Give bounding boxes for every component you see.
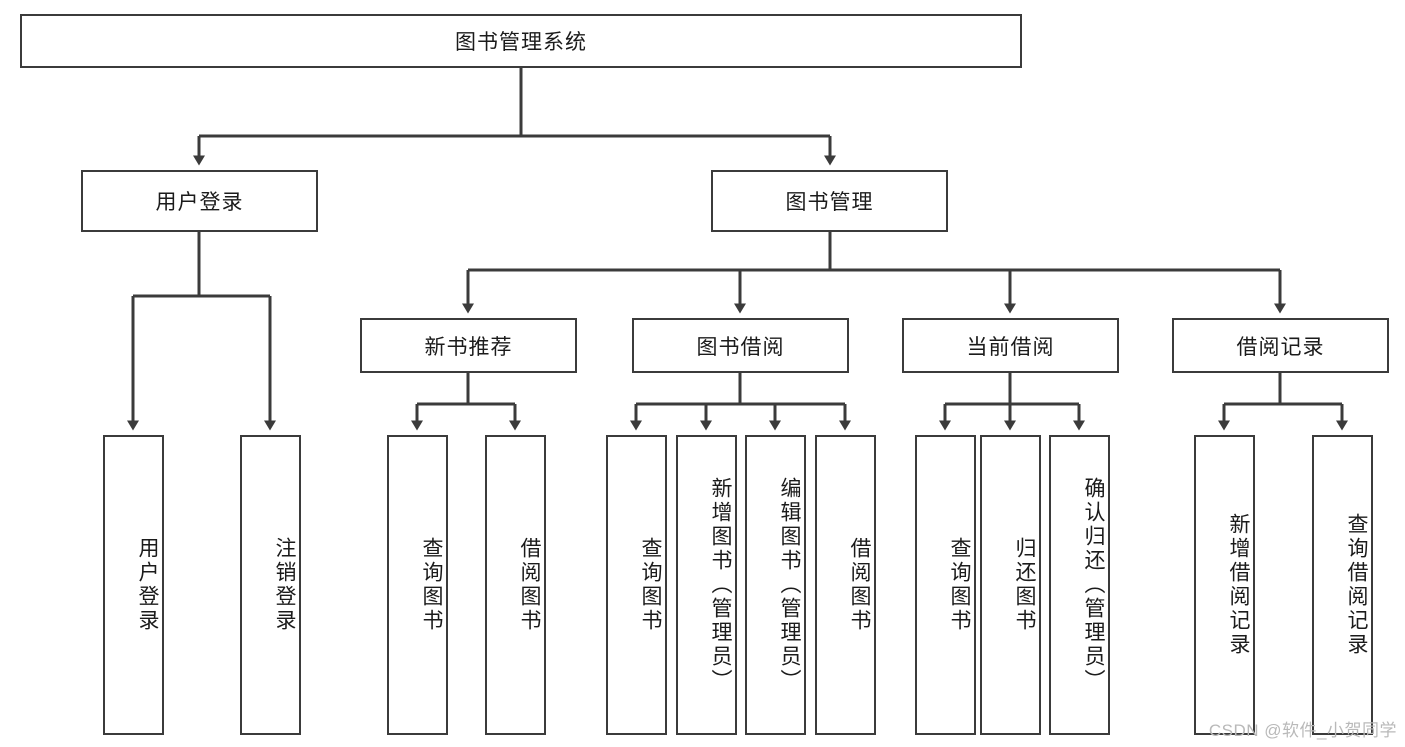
leaf-book-borrow-query-book[interactable]: 查询图书 (606, 435, 667, 735)
node-label: 查询借阅记录 (1345, 513, 1368, 657)
leaf-new-book-borrow-book[interactable]: 借阅图书 (485, 435, 546, 735)
node-label: 当前借阅 (966, 335, 1055, 359)
node-label: 新书推荐 (424, 335, 513, 359)
node-label: 新增图书（管理员） (709, 477, 732, 693)
node-label: 用户登录 (155, 191, 244, 214)
leaf-book-borrow-add-book-admin[interactable]: 新增图书（管理员） (676, 435, 737, 735)
leaf-borrow-record-query-record[interactable]: 查询借阅记录 (1312, 435, 1373, 735)
node-label: 注销登录 (273, 537, 296, 633)
leaf-book-borrow-borrow-book[interactable]: 借阅图书 (815, 435, 876, 735)
node-label: 图书管理系统 (455, 31, 587, 54)
node-current-borrow[interactable]: 当前借阅 (902, 318, 1119, 373)
node-label: 借阅图书 (848, 537, 871, 633)
node-label: 查询图书 (420, 537, 443, 633)
leaf-user-login-logout[interactable]: 注销登录 (240, 435, 301, 735)
node-label: 新增借阅记录 (1227, 513, 1250, 657)
watermark: CSDN @软件_小贺同学 (1208, 721, 1397, 740)
node-label: 借阅图书 (518, 537, 541, 633)
node-label: 查询图书 (639, 537, 662, 633)
leaf-current-borrow-confirm-return-admin[interactable]: 确认归还（管理员） (1049, 435, 1110, 735)
node-label: 图书管理 (785, 191, 874, 214)
leaf-book-borrow-edit-book-admin[interactable]: 编辑图书（管理员） (745, 435, 806, 735)
node-root-book-management-system[interactable]: 图书管理系统 (20, 14, 1022, 68)
leaf-current-borrow-query-book[interactable]: 查询图书 (915, 435, 976, 735)
leaf-user-login-login[interactable]: 用户登录 (103, 435, 164, 735)
node-label: 归还图书 (1013, 537, 1036, 633)
node-book-management[interactable]: 图书管理 (711, 170, 948, 232)
node-label: 确认归还（管理员） (1082, 477, 1105, 693)
node-label: 图书借阅 (696, 335, 785, 359)
node-user-login[interactable]: 用户登录 (81, 170, 318, 232)
node-label: 编辑图书（管理员） (778, 477, 801, 693)
leaf-current-borrow-return-book[interactable]: 归还图书 (980, 435, 1041, 735)
node-new-book-recommend[interactable]: 新书推荐 (360, 318, 577, 373)
node-label: 借阅记录 (1236, 335, 1325, 359)
node-label: 查询图书 (948, 537, 971, 633)
leaf-borrow-record-add-record[interactable]: 新增借阅记录 (1194, 435, 1255, 735)
node-book-borrow[interactable]: 图书借阅 (632, 318, 849, 373)
node-borrow-record[interactable]: 借阅记录 (1172, 318, 1389, 373)
node-label: 用户登录 (136, 537, 159, 633)
leaf-new-book-query-book[interactable]: 查询图书 (387, 435, 448, 735)
